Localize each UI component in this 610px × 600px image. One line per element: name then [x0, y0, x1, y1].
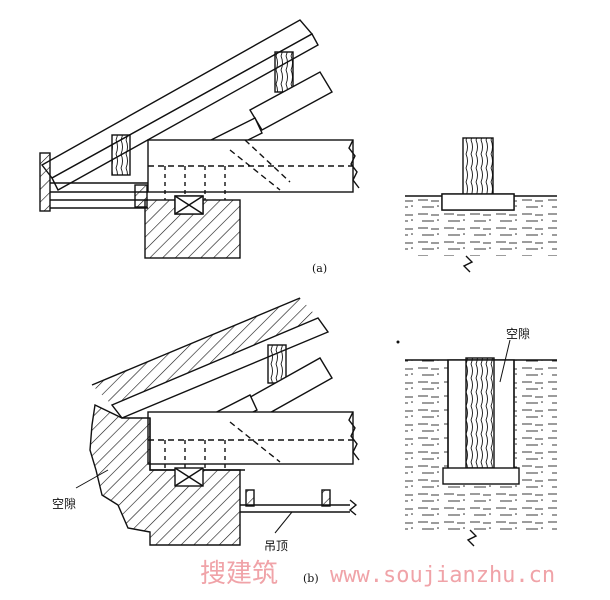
- label-gap-left: 空隙: [52, 497, 76, 511]
- caption-a: (a): [312, 262, 327, 275]
- figure-a-eave-detail: [39, 19, 360, 259]
- figure-a-section-detail: [405, 137, 557, 273]
- purlin-small: [134, 184, 148, 208]
- fascia-board: [39, 152, 51, 212]
- purlin-b: [267, 344, 287, 384]
- watermark-url: www.soujianzhu.cn: [330, 563, 555, 588]
- figure-b-section-detail: [396, 339, 557, 547]
- watermark-cn: 搜建筑: [200, 559, 278, 589]
- beam-b: [147, 411, 354, 465]
- joist-a: [462, 137, 494, 199]
- bearing-plate-b: [442, 467, 520, 485]
- caption-b: (b): [303, 572, 319, 585]
- figure-b-eave-detail: [75, 297, 360, 546]
- purlin-top: [274, 51, 294, 93]
- purlin-middle: [111, 134, 131, 176]
- joist-b: [465, 357, 495, 469]
- label-ceiling: 吊顶: [264, 539, 288, 553]
- label-gap-right: 空隙: [506, 327, 530, 341]
